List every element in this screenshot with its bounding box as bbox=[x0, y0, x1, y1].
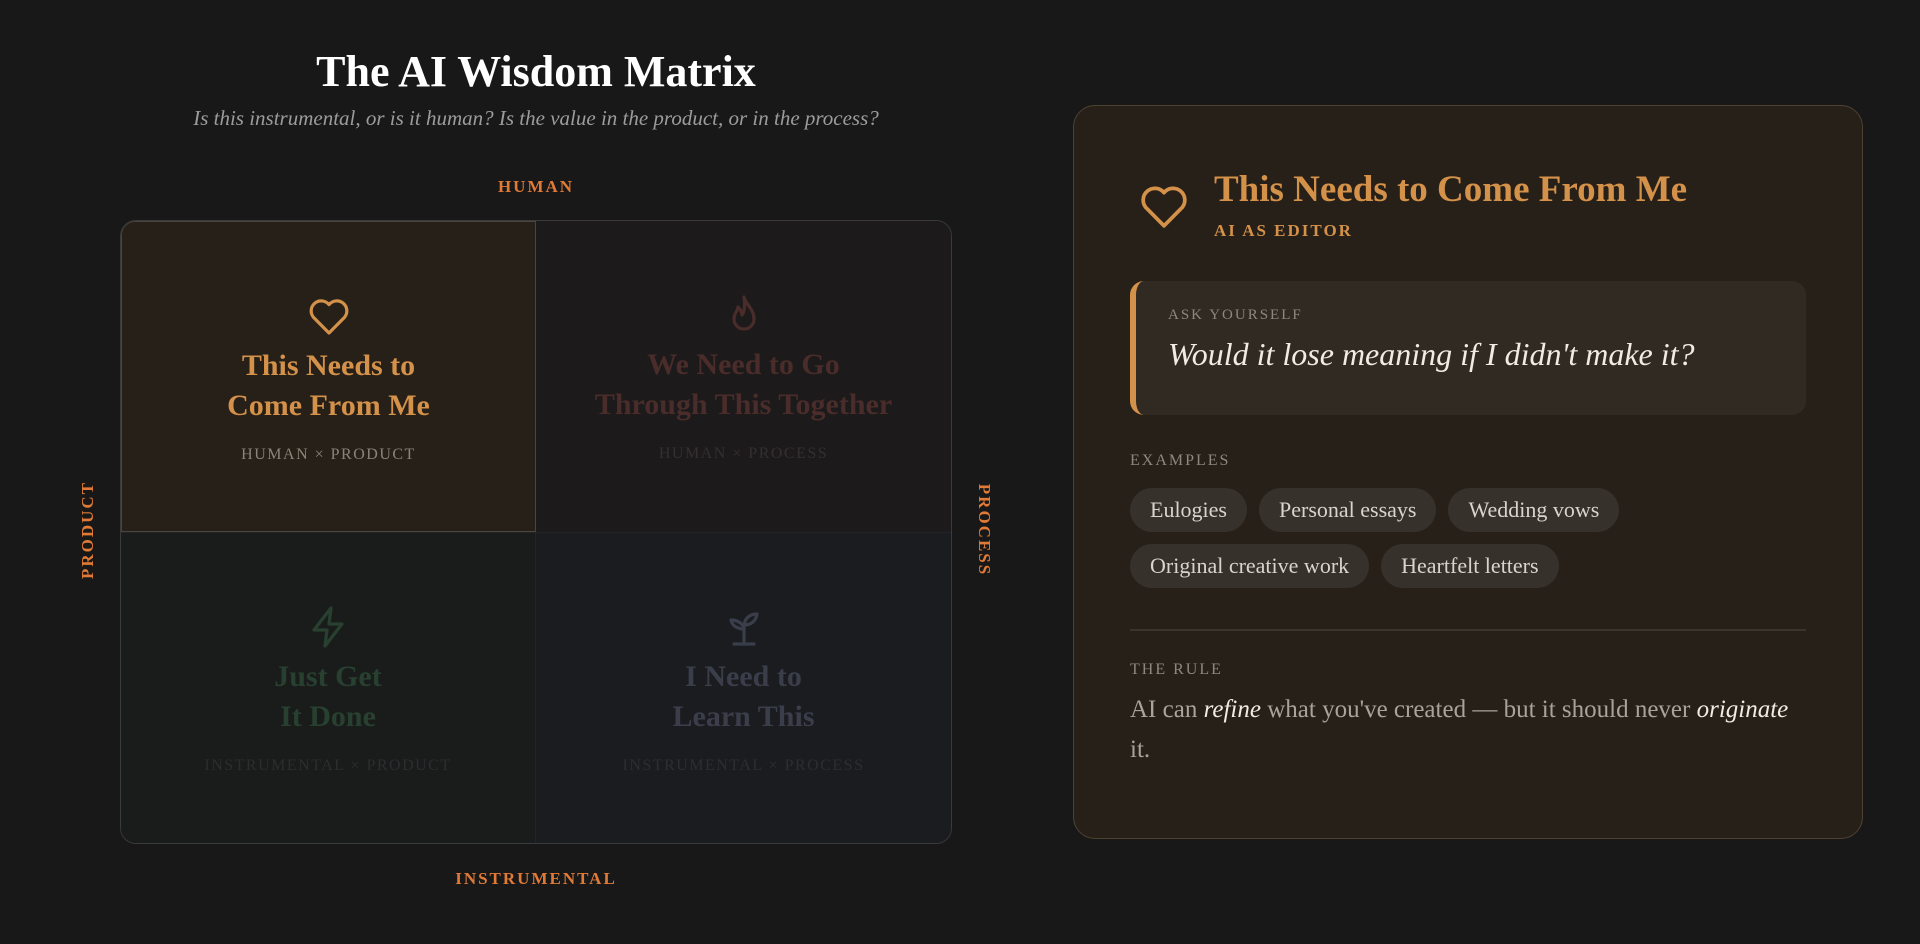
axis-label-instrumental: INSTRUMENTAL bbox=[455, 869, 617, 888]
heart-icon bbox=[309, 299, 348, 335]
quadrant-title-line: Come From Me bbox=[227, 389, 430, 422]
example-chip[interactable]: Original creative work bbox=[1130, 544, 1370, 588]
quadrant-title-line: Learn This bbox=[672, 700, 815, 733]
divider bbox=[1130, 629, 1806, 631]
rule-label: THE RULE bbox=[1130, 661, 1223, 678]
examples-list: Eulogies Personal essays Wedding vows Or… bbox=[1130, 488, 1810, 588]
flame-icon bbox=[731, 295, 756, 331]
axis-label-product: PRODUCT bbox=[78, 480, 97, 580]
sprout-icon bbox=[728, 612, 759, 646]
axis-label-human: HUMAN bbox=[497, 177, 575, 196]
example-chip[interactable]: Heartfelt letters bbox=[1381, 544, 1559, 588]
quadrant-title: I Need to Learn This bbox=[574, 657, 914, 737]
ask-question: Would it lose meaning if I didn't make i… bbox=[1168, 336, 1695, 372]
matrix-section: The AI Wisdom Matrix Is this instrumenta… bbox=[78, 47, 994, 888]
panel-title: This Needs to Come From Me bbox=[1214, 169, 1688, 210]
quadrant-title-line: Through This Together bbox=[594, 388, 893, 421]
page-title: The AI Wisdom Matrix bbox=[316, 47, 756, 96]
quadrant-title: Just Get It Done bbox=[158, 657, 498, 737]
rule-emphasis: originate bbox=[1696, 696, 1789, 723]
wisdom-matrix: This Needs to Come From Me HUMAN × PRODU… bbox=[120, 220, 952, 844]
quadrant-instrumental-product[interactable]: Just Get It Done INSTRUMENTAL × PRODUCT bbox=[121, 532, 536, 843]
ask-label: ASK YOURSELF bbox=[1168, 307, 1303, 323]
page-subtitle: Is this instrumental, or is it human? Is… bbox=[193, 106, 879, 130]
quadrant-title-line: This Needs to bbox=[241, 349, 416, 382]
example-chip[interactable]: Eulogies bbox=[1130, 488, 1247, 532]
quadrant-tag: HUMAN × PROCESS bbox=[658, 445, 829, 462]
quadrant-title-line: We Need to Go bbox=[647, 348, 840, 381]
quadrant-tag: INSTRUMENTAL × PROCESS bbox=[622, 757, 865, 774]
example-chip[interactable]: Wedding vows bbox=[1448, 488, 1620, 532]
quadrant-title: This Needs to Come From Me bbox=[159, 346, 499, 426]
quadrant-tag: HUMAN × PRODUCT bbox=[241, 446, 416, 463]
quadrant-title-line: I Need to bbox=[685, 660, 802, 693]
quadrant-title-line: It Done bbox=[280, 700, 376, 733]
quadrant-instrumental-process[interactable]: I Need to Learn This INSTRUMENTAL × PROC… bbox=[536, 532, 951, 843]
axis-label-process: PROCESS bbox=[975, 483, 994, 577]
rule-text-part: it. bbox=[1130, 736, 1151, 763]
panel-mode-label: AI AS EDITOR bbox=[1214, 221, 1353, 240]
detail-panel: This Needs to Come From Me AI AS EDITOR … bbox=[1073, 105, 1863, 839]
example-chip[interactable]: Personal essays bbox=[1259, 488, 1437, 532]
lightning-icon bbox=[312, 606, 344, 648]
rule-text-part: AI can bbox=[1130, 696, 1204, 723]
heart-icon bbox=[1141, 186, 1187, 228]
quadrant-tag: INSTRUMENTAL × PRODUCT bbox=[204, 757, 452, 774]
examples-label: EXAMPLES bbox=[1130, 452, 1231, 469]
quadrant-title: We Need to Go Through This Together bbox=[574, 345, 914, 425]
quadrant-title-line: Just Get bbox=[274, 660, 382, 693]
rule-text-part: what you've created — but it should neve… bbox=[1260, 696, 1697, 723]
rule-text: AI can refine what you've created — but … bbox=[1130, 690, 1810, 770]
quadrant-human-product[interactable]: This Needs to Come From Me HUMAN × PRODU… bbox=[121, 221, 536, 532]
ask-yourself-callout: ASK YOURSELF Would it lose meaning if I … bbox=[1130, 281, 1806, 415]
rule-emphasis: refine bbox=[1203, 696, 1261, 723]
quadrant-human-process[interactable]: We Need to Go Through This Together HUMA… bbox=[536, 221, 951, 532]
